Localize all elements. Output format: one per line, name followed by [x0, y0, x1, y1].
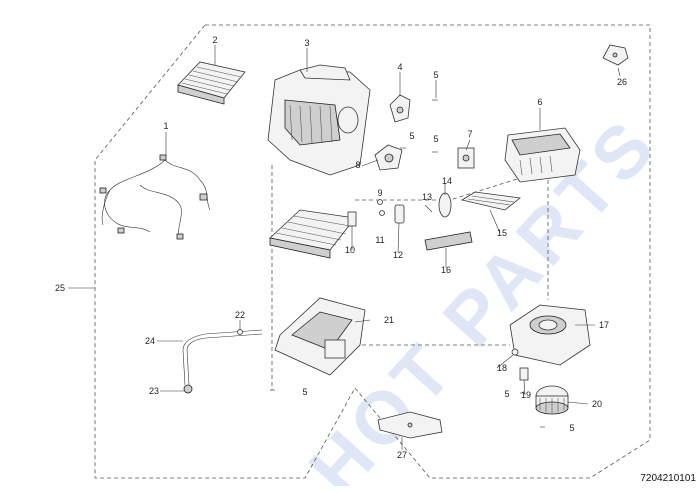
- callout-24: 24: [145, 336, 155, 346]
- callout-8: 8: [355, 160, 360, 170]
- actuator-part: [389, 94, 411, 123]
- callout-23: 23: [149, 386, 159, 396]
- callout-25: 25: [55, 283, 65, 293]
- mode-actuator-part: [374, 144, 403, 171]
- callout-5-e: 5: [504, 389, 509, 399]
- callout-5-b: 5: [409, 131, 414, 141]
- callout-15: 15: [497, 228, 507, 238]
- callout-20: 20: [592, 399, 602, 409]
- callout-13: 13: [422, 192, 432, 202]
- heater-case-housing-part: [267, 64, 371, 176]
- callout-1: 1: [163, 121, 168, 131]
- callout-7: 7: [467, 129, 472, 139]
- drain-hose-part: [182, 329, 263, 386]
- callout-5-f: 5: [569, 423, 574, 433]
- bracket-upper-part: [602, 44, 629, 66]
- evaporator-case-part: [504, 127, 581, 183]
- sensor-part: [394, 204, 405, 224]
- callout-19: 19: [521, 390, 531, 400]
- blower-motor-part: [535, 385, 569, 415]
- drawing-code: 7204210101: [640, 473, 696, 484]
- callout-14: 14: [442, 176, 452, 186]
- seal-ring-part: [438, 192, 452, 218]
- filter-element-part: [269, 209, 357, 259]
- callout-22: 22: [235, 310, 245, 320]
- blower-housing-part: [509, 304, 591, 366]
- callout-4: 4: [397, 62, 402, 72]
- callout-10: 10: [345, 245, 355, 255]
- callout-11: 11: [375, 235, 384, 245]
- callout-2: 2: [212, 35, 217, 45]
- cabin-filter-part: [177, 61, 246, 105]
- callout-6: 6: [537, 97, 542, 107]
- callout-5-a: 5: [433, 70, 438, 80]
- grommet-part: [379, 210, 385, 216]
- bolt-part: [511, 348, 519, 356]
- callout-16: 16: [441, 265, 451, 275]
- small-actuator-part: [457, 147, 475, 169]
- callout-18: 18: [497, 363, 507, 373]
- screw-part: [424, 204, 433, 213]
- callout-21: 21: [384, 315, 394, 325]
- wiring-harness-part: [99, 154, 211, 240]
- callout-5-c: 5: [433, 134, 438, 144]
- grommet-lower-part: [183, 384, 193, 394]
- callout-17: 17: [599, 320, 609, 330]
- lower-case-part: [274, 297, 366, 376]
- foam-seal-part: [424, 231, 473, 251]
- callout-12: 12: [393, 250, 403, 260]
- evaporator-filter-part: [460, 191, 521, 211]
- callout-26: 26: [617, 77, 627, 87]
- callout-3: 3: [304, 38, 309, 48]
- leader-lines: [68, 45, 621, 450]
- fastener-part: [237, 329, 243, 335]
- screw-markers: [270, 99, 545, 428]
- bracket-lower-part: [377, 411, 443, 439]
- callout-5-d: 5: [302, 387, 307, 397]
- callout-27: 27: [397, 450, 407, 460]
- clip-part: [377, 199, 383, 205]
- resistor-part: [519, 367, 529, 381]
- callout-9: 9: [377, 188, 382, 198]
